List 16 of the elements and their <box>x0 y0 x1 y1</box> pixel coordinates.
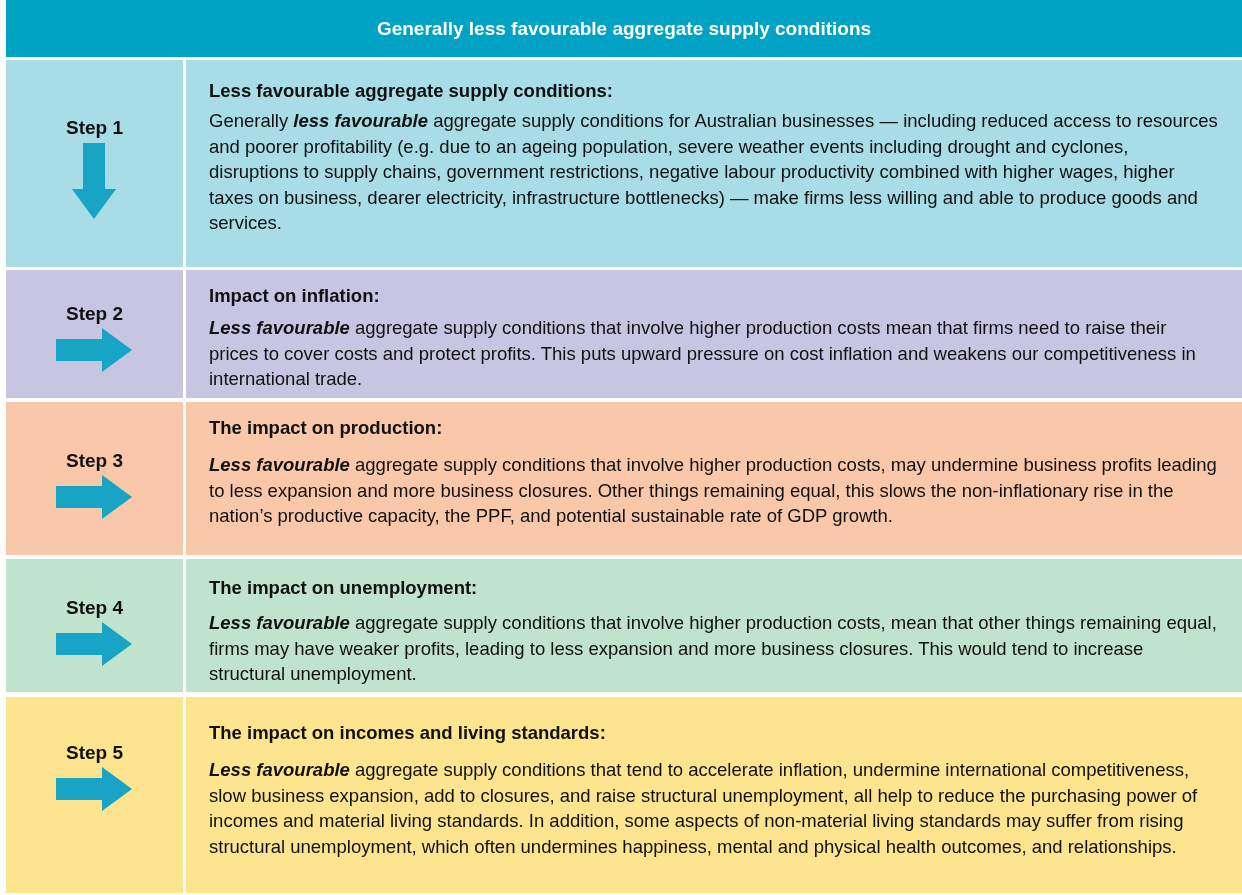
step-label: Step 4 <box>65 597 124 619</box>
step-label: Step 3 <box>65 450 124 472</box>
row-heading: The impact on incomes and living standards: <box>209 722 606 744</box>
row-heading: Less favourable aggregate supply conditions: <box>209 80 613 102</box>
row-text: Less favourable aggregate supply conditions that involve higher production costs, may undermine business profits leading to less expansion and more business closures. Other things remaining equal, this slows the non-inflationary rise in the nation’s productive capacity, the PPF, and potential sustainable rate of GDP growth. <box>209 453 1218 529</box>
title-banner: Generally less favourable aggregate supply conditions <box>6 0 1242 57</box>
row-text: Generally less favourable aggregate supply conditions for Australian businesses — including reduced access to resources and poorer profitability (e.g. due to an ageing population, severe weather events including drought and cyclones, disruptions to supply chains, government restrictions, negative labour productivity combined with higher wages, higher taxes on business, dearer electricity, infrastructure bottlenecks) — make firms less willing and able to produce goods and services. <box>209 109 1219 236</box>
row-text: Less favourable aggregate supply conditions that involve higher production costs, mean that other things remaining equal, firms may have weaker profits, leading to less expansion and more business closures. This would tend to increase structural unemployment. <box>209 611 1218 687</box>
step-label: Step 1 <box>65 117 124 139</box>
row-heading: The impact on unemployment: <box>209 577 478 599</box>
step-label: Step 5 <box>65 742 124 764</box>
row-text: Less favourable aggregate supply conditions that involve higher production costs mean that firms need to raise their prices to cover costs and protect profits. This puts upward pressure on cost inflation and weakens our competitiveness in international trade. <box>209 316 1197 392</box>
row-heading: Impact on inflation: <box>209 285 380 307</box>
row-heading: The impact on production: <box>209 417 443 439</box>
row-text: Less favourable aggregate supply conditions that tend to accelerate inflation, undermine international competitiveness, slow business expansion, add to closures, and raise structural unemployment, all help to reduce the purchasing power of incomes and material living standards. In addition, some aspects of non-material living standards may suffer from rising structural unemployment, which often undermines happiness, mental and physical health outcomes, and relationships. <box>209 758 1199 859</box>
step-label: Step 2 <box>65 303 124 325</box>
